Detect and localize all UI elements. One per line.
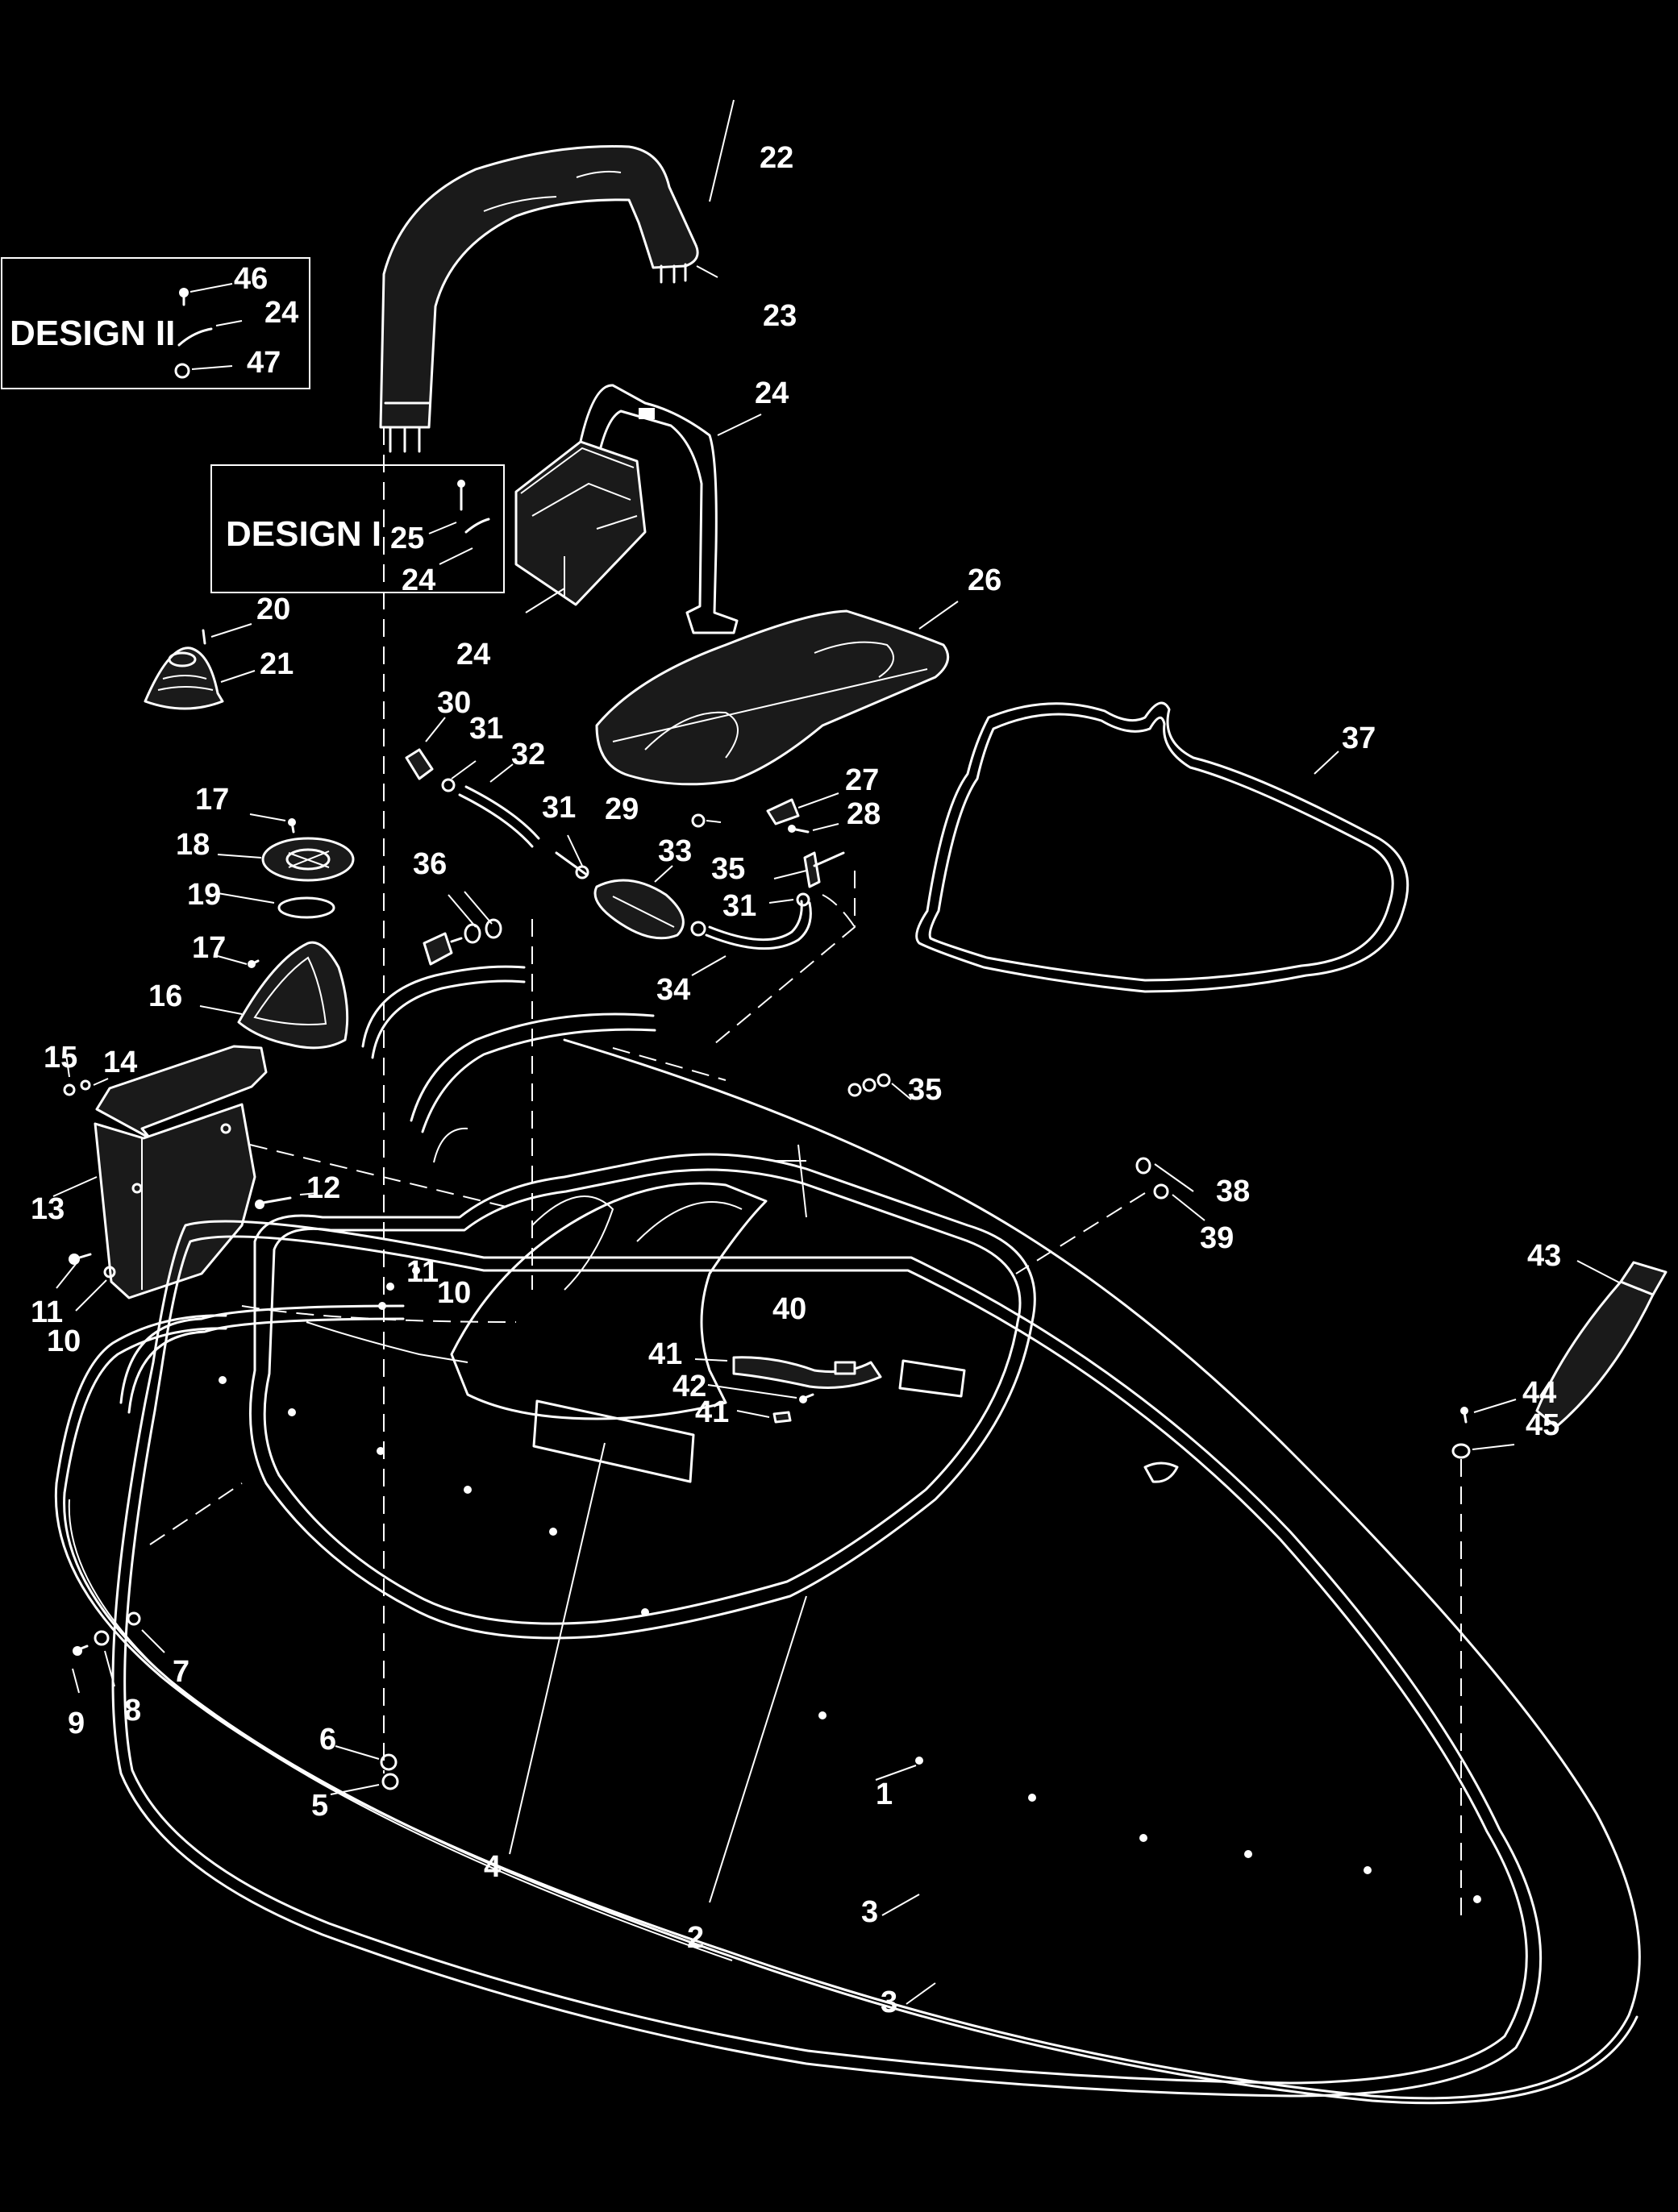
design-ii-title: DESIGN II bbox=[10, 314, 175, 353]
callout-17: 17 bbox=[195, 783, 229, 817]
callout-31: 31 bbox=[542, 791, 576, 825]
callout-13: 13 bbox=[31, 1192, 65, 1226]
callout-7: 7 bbox=[173, 1655, 189, 1689]
callout-4: 4 bbox=[484, 1850, 501, 1884]
callout-28: 28 bbox=[847, 797, 881, 831]
callout-17: 17 bbox=[192, 931, 226, 965]
callout-46: 46 bbox=[234, 262, 268, 296]
callout-2: 2 bbox=[687, 1921, 704, 1955]
callout-24: 24 bbox=[264, 296, 298, 330]
design-i-title: DESIGN I bbox=[226, 514, 381, 554]
callout-29: 29 bbox=[605, 792, 639, 826]
vent-hose-parts bbox=[361, 965, 656, 1163]
callout-31: 31 bbox=[722, 889, 756, 923]
decal-parts bbox=[532, 1356, 966, 1483]
callout-47: 47 bbox=[247, 346, 281, 380]
callout-11: 11 bbox=[31, 1295, 63, 1329]
callout-42: 42 bbox=[672, 1370, 706, 1403]
drain-plug-part bbox=[423, 891, 502, 966]
mounting-bracket-part bbox=[52, 1045, 319, 1312]
callout-43: 43 bbox=[1527, 1239, 1561, 1273]
callout-35: 35 bbox=[908, 1073, 942, 1107]
lower-fasteners bbox=[72, 1611, 399, 1795]
callout-leaders bbox=[509, 99, 959, 2005]
callout-18: 18 bbox=[176, 828, 210, 862]
callout-25: 25 bbox=[390, 522, 424, 555]
callout-27: 27 bbox=[845, 763, 879, 797]
callout-11: 11 bbox=[406, 1255, 439, 1289]
callout-21: 21 bbox=[260, 647, 294, 681]
fuel-line-parts bbox=[405, 717, 845, 976]
grommet-part bbox=[144, 623, 256, 710]
callout-35: 35 bbox=[711, 852, 745, 886]
callout-44: 44 bbox=[1522, 1376, 1556, 1410]
callout-23: 23 bbox=[763, 299, 797, 333]
callout-26: 26 bbox=[968, 563, 1001, 597]
pump-out-part bbox=[199, 941, 349, 1050]
alignment-lines bbox=[149, 427, 1462, 1919]
design-ii-box: DESIGN II bbox=[1, 257, 310, 389]
handle-bumper-part bbox=[379, 145, 699, 453]
callout-36: 36 bbox=[413, 847, 447, 881]
callout-1: 1 bbox=[876, 1778, 893, 1811]
callout-33: 33 bbox=[658, 834, 692, 868]
fuel-cap-parts bbox=[217, 813, 355, 919]
callout-41: 41 bbox=[695, 1395, 729, 1429]
gunwale-trim-part bbox=[54, 1038, 1641, 2105]
sealant-tube-part bbox=[1451, 1260, 1668, 1459]
callout-3: 3 bbox=[861, 1895, 878, 1929]
callout-3: 3 bbox=[881, 1985, 897, 2019]
callout-34: 34 bbox=[656, 973, 690, 1007]
battery-strap-part bbox=[573, 384, 739, 634]
callout-numbers: 46 24 47 22 23 24 25 24 24 26 20 21 30 3… bbox=[31, 141, 1561, 2019]
callout-15: 15 bbox=[44, 1041, 77, 1075]
seat-cover-part bbox=[915, 701, 1409, 993]
callout-40: 40 bbox=[772, 1292, 806, 1326]
callout-41: 41 bbox=[648, 1337, 682, 1371]
callout-8: 8 bbox=[124, 1694, 141, 1728]
callout-24: 24 bbox=[402, 563, 435, 597]
callout-24: 24 bbox=[456, 638, 490, 672]
callout-6: 6 bbox=[319, 1723, 336, 1757]
callout-45: 45 bbox=[1526, 1408, 1559, 1442]
callout-24: 24 bbox=[755, 376, 789, 410]
callout-39: 39 bbox=[1200, 1221, 1234, 1255]
callout-12: 12 bbox=[306, 1171, 340, 1205]
callout-19: 19 bbox=[187, 878, 221, 912]
hull-fasteners bbox=[847, 1073, 1205, 1221]
callout-10: 10 bbox=[47, 1324, 81, 1358]
callout-10: 10 bbox=[437, 1276, 471, 1310]
callout-32: 32 bbox=[511, 738, 545, 771]
seat-latch-parts bbox=[691, 792, 839, 834]
seat-part bbox=[595, 609, 950, 786]
callout-20: 20 bbox=[256, 592, 290, 626]
callout-22: 22 bbox=[760, 141, 793, 175]
callout-5: 5 bbox=[311, 1789, 328, 1823]
callout-14: 14 bbox=[103, 1046, 137, 1079]
design-i-box: DESIGN I bbox=[210, 464, 505, 593]
hull-mount-holes bbox=[219, 1266, 1481, 1903]
callout-9: 9 bbox=[68, 1707, 85, 1740]
callout-37: 37 bbox=[1342, 721, 1376, 755]
callout-31: 31 bbox=[469, 712, 503, 746]
hull-deck-part bbox=[111, 1144, 1543, 2098]
battery-box-part bbox=[514, 440, 647, 606]
callout-30: 30 bbox=[437, 686, 471, 720]
callout-16: 16 bbox=[148, 979, 182, 1013]
callout-38: 38 bbox=[1216, 1175, 1250, 1208]
